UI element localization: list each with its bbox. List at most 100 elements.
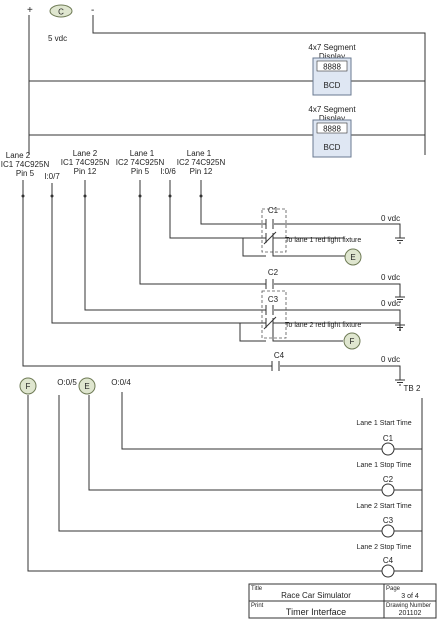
contact-c1-label: C1 xyxy=(268,206,279,215)
title-block: Title Race Car Simulator Page 3 of 4 Pri… xyxy=(248,583,437,619)
display-1-digits: 8888 xyxy=(323,63,341,72)
input-lane2-ic1-pin5: Lane 2 IC1 74C925N Pin 5 xyxy=(1,151,50,178)
display-1-title-line1: 4x7 Segment xyxy=(308,43,356,52)
svg-text:Pin 12: Pin 12 xyxy=(190,167,213,176)
contact-c2-label: C2 xyxy=(268,268,279,277)
ground-c3 xyxy=(395,324,405,331)
drawing-title: Race Car Simulator xyxy=(281,591,351,600)
output-node-e-label: E xyxy=(84,382,89,391)
svg-text:Lane 2: Lane 2 xyxy=(73,149,98,158)
input-lane2-ic1-pin12: Lane 2 IC1 74C925N Pin 12 xyxy=(61,149,110,176)
wire-lane2-f-return xyxy=(239,323,266,342)
supply-node-c-label: C xyxy=(58,8,64,17)
display-2-title-line2: Display xyxy=(319,114,345,123)
minus-terminal-label: - xyxy=(91,5,94,16)
rung-c2 xyxy=(88,395,382,491)
terminal-block-tb2: TB 2 xyxy=(404,384,421,393)
junction-dot xyxy=(50,194,54,198)
node-e-upper xyxy=(344,248,362,266)
output-node-f-label: F xyxy=(26,382,31,391)
contact-c3: C3 xyxy=(265,295,279,315)
output-o05-label: O:0/5 xyxy=(57,378,77,387)
print-name: Timer Interface xyxy=(286,607,346,617)
junction-dot xyxy=(138,194,142,198)
output-o04-label: O:0/4 xyxy=(111,378,131,387)
coil-c4-name: C4 xyxy=(383,556,394,565)
wire-lane2-fixture-out xyxy=(273,322,401,331)
junction-dot xyxy=(21,194,25,198)
wire-lane2-f xyxy=(272,323,343,342)
coil-c3-desc: Lane 2 Start Time xyxy=(356,503,411,510)
ground-c1 xyxy=(395,237,405,244)
print-label: Print xyxy=(251,603,264,609)
lane2-fixture-label: To lane 2 red light fixture xyxy=(285,322,361,329)
node-f-upper-label: F xyxy=(350,337,355,346)
contact-c2: C2 xyxy=(265,268,279,289)
contact-c4: C4 xyxy=(271,351,285,371)
ground-c4 xyxy=(395,379,405,386)
wire-lane1-e-return xyxy=(242,238,266,257)
svg-text:Pin 5: Pin 5 xyxy=(16,169,35,178)
display-2-bcd-label: BCD xyxy=(324,143,341,152)
svg-text:IC2 74C925N: IC2 74C925N xyxy=(116,158,165,167)
supply-node-c xyxy=(49,4,73,18)
display-1-bcd-label: BCD xyxy=(324,81,341,90)
rung-c1 xyxy=(121,392,382,450)
contact-c1-linkage xyxy=(261,208,287,253)
segment-display-1: 4x7 Segment Display 8888 BCD xyxy=(308,43,356,96)
page-number: 3 of 4 xyxy=(401,593,419,600)
svg-text:Lane 1: Lane 1 xyxy=(187,149,212,158)
svg-text:IC2 74C925N: IC2 74C925N xyxy=(177,158,226,167)
rung-c4 xyxy=(27,395,382,572)
node-f-upper xyxy=(343,332,361,350)
input-lane1-ic2-pin12: Lane 1 IC2 74C925N Pin 12 xyxy=(177,149,226,176)
contact-c1: C1 xyxy=(265,206,279,229)
drawing-number-label: Drawing Number xyxy=(386,603,431,609)
display-2-digit-window xyxy=(316,122,348,134)
svg-text:Pin 5: Pin 5 xyxy=(131,167,150,176)
contact-c3-label: C3 xyxy=(268,295,279,304)
input-i06-label: I:0/6 xyxy=(160,167,176,176)
supply-voltage-label: 5 vdc xyxy=(48,34,67,43)
display-1-digit-window xyxy=(316,60,348,72)
wire-i06 xyxy=(169,180,270,239)
c2-vdc-label: 0 vdc xyxy=(381,273,400,282)
ground-c2 xyxy=(395,296,405,303)
input-i07-label: I:0/7 xyxy=(44,172,60,181)
plus-terminal-label: + xyxy=(27,5,33,16)
drawing-number: 201102 xyxy=(399,610,422,617)
negative-rail xyxy=(92,15,426,155)
svg-text:Pin 12: Pin 12 xyxy=(74,167,97,176)
segment-display-2: 4x7 Segment Display 8888 BCD xyxy=(308,105,356,158)
rung-c3 xyxy=(58,395,382,532)
display-1-title-line2: Display xyxy=(319,52,345,61)
junction-dot xyxy=(199,194,203,198)
coil-c2-name: C2 xyxy=(383,475,394,484)
wire-lane1-e xyxy=(272,238,345,257)
output-node-f xyxy=(19,377,37,395)
coil-c4-desc: Lane 2 Stop Time xyxy=(357,544,412,551)
svg-text:IC1 74C925N: IC1 74C925N xyxy=(1,160,50,169)
lane1-fixture-label: To lane 1 red light fixture xyxy=(285,237,361,244)
wire-i07 xyxy=(51,183,270,324)
coil-c1: Lane 1 Start Time C1 xyxy=(356,420,422,456)
input-lane1-ic2-pin5: Lane 1 IC2 74C925N Pin 5 xyxy=(116,149,165,176)
display-2-digits: 8888 xyxy=(323,125,341,134)
coil-c1-desc: Lane 1 Start Time xyxy=(356,420,411,427)
junction-dot xyxy=(168,194,172,198)
wire-lane2-pin12 xyxy=(84,180,401,325)
output-node-e xyxy=(78,377,96,395)
wire-lane2-pin5 xyxy=(22,180,401,380)
node-e-upper-label: E xyxy=(350,253,355,262)
svg-text:IC1 74C925N: IC1 74C925N xyxy=(61,158,110,167)
c3-vdc-label: 0 vdc xyxy=(381,299,400,308)
title-label: Title xyxy=(251,586,263,592)
contact-c4-label: C4 xyxy=(274,351,285,360)
coil-c3: Lane 2 Start Time C3 xyxy=(356,503,422,538)
svg-text:Lane 2: Lane 2 xyxy=(6,151,31,160)
c4-vdc-label: 0 vdc xyxy=(381,355,400,364)
page-label: Page xyxy=(386,586,401,592)
coil-c2: Lane 1 Stop Time C2 xyxy=(357,462,422,497)
coil-c1-name: C1 xyxy=(383,434,394,443)
